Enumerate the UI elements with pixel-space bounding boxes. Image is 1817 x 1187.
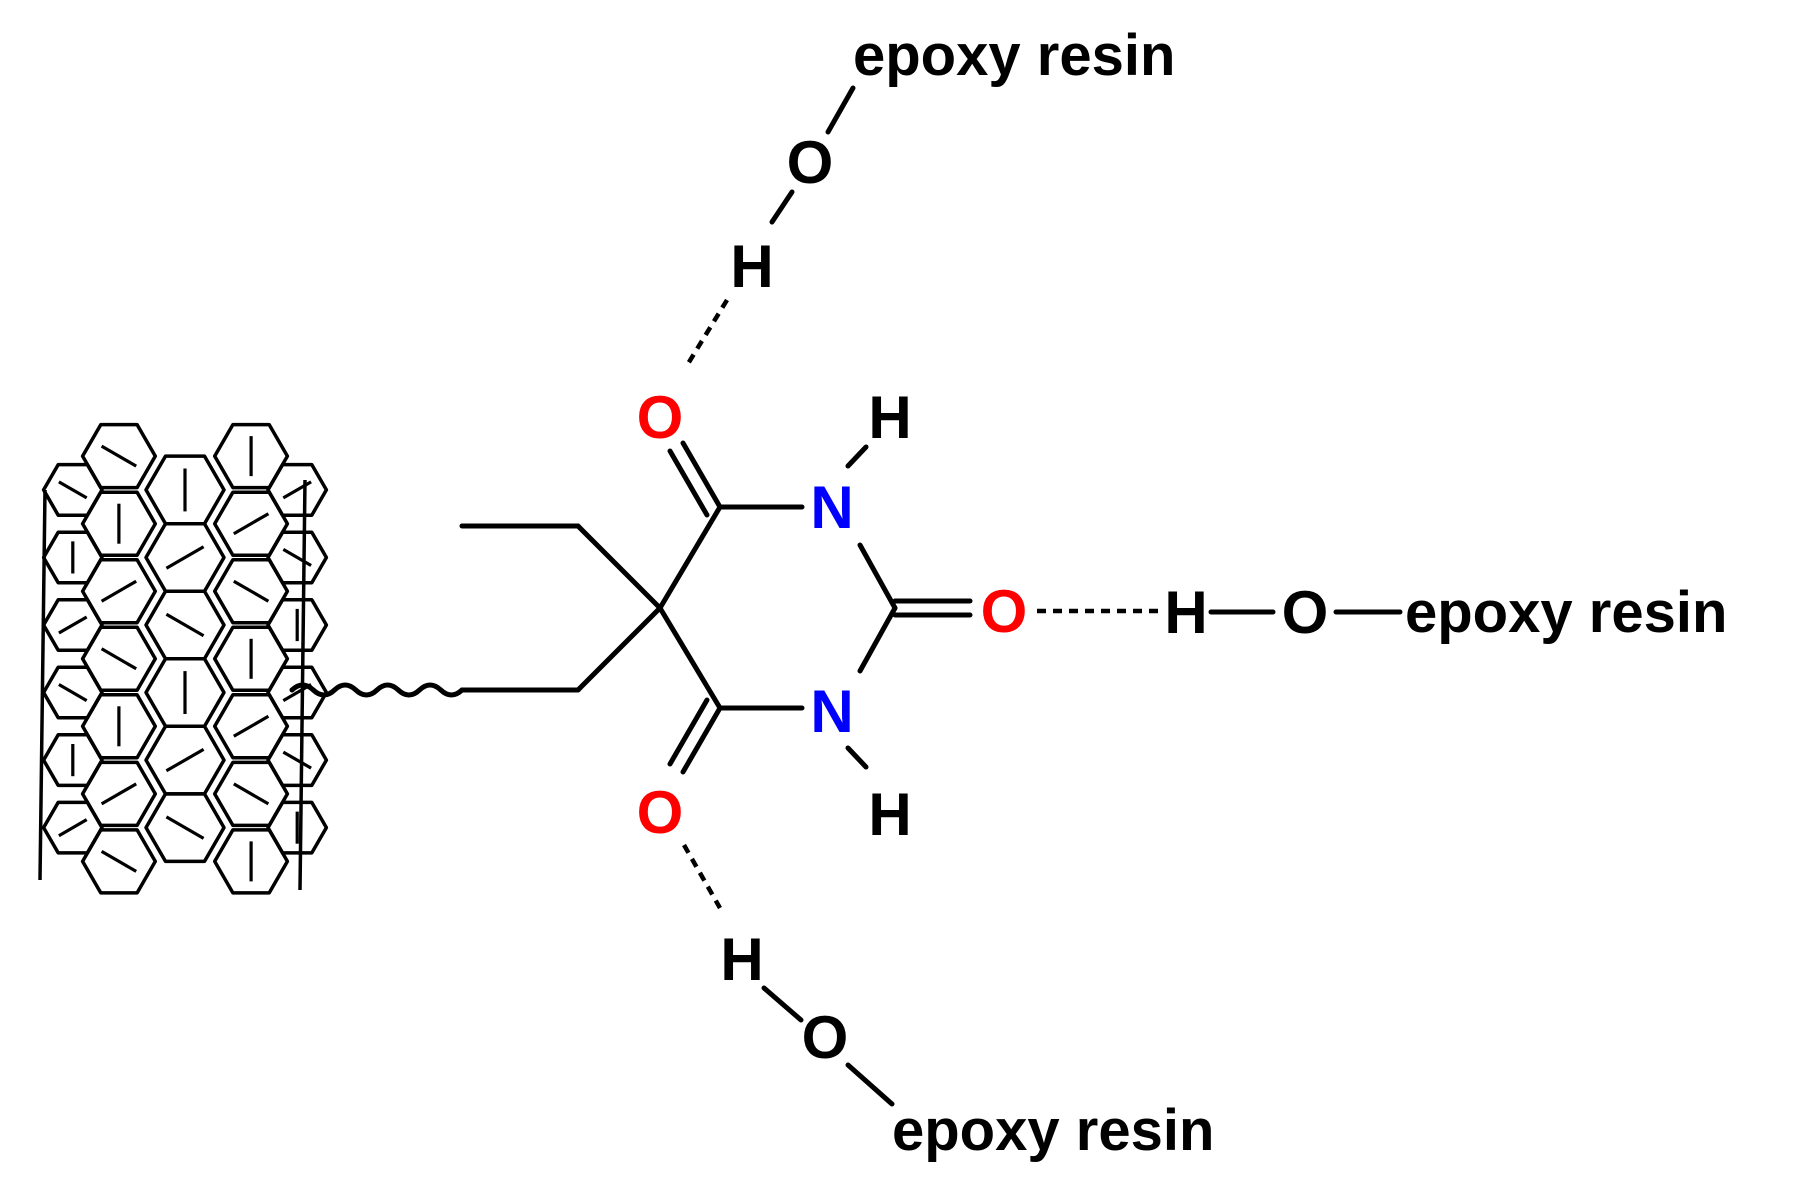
carbonyl-bottom-bond-b <box>667 697 710 767</box>
ring-bond-n1-c2 <box>857 605 898 674</box>
oxygen-carbonyl-right: O <box>981 578 1028 645</box>
hydrogen-hydroxyl-bottom: H <box>720 926 763 993</box>
oxygen-hydroxyl-bottom: O <box>802 1004 849 1071</box>
nanotube-inner-bond <box>58 480 88 500</box>
nanotube-hexagon <box>266 665 329 720</box>
nanotube-inner-bond <box>282 548 312 567</box>
oxygen-carbonyl-bottom: O <box>637 779 684 846</box>
nanotube-hexagon <box>80 760 158 828</box>
nanotube-hexagon <box>266 800 329 855</box>
oxygen-hydroxyl-top: O <box>787 129 834 196</box>
oxygen-hydroxyl-right: O <box>1282 579 1329 646</box>
nanotube-inner-bond <box>165 748 205 773</box>
nitrogen-bottom: N <box>810 678 853 745</box>
nanotube-inner-bond <box>232 512 270 536</box>
resin-top-oh-bond <box>769 189 795 225</box>
nitrogen-top: N <box>810 474 853 541</box>
nanotube-inner-bond <box>100 647 138 671</box>
nanotube-inner-bond <box>165 815 205 840</box>
nanotube-inner-bond <box>100 850 138 873</box>
nanotube-inner-bond <box>58 818 88 838</box>
chain-bond-2 <box>575 605 663 693</box>
nanotube-inner-bond <box>165 545 205 570</box>
hbond-top <box>684 298 729 369</box>
ring-bond-n3-c2 <box>857 542 898 611</box>
nanotube-inner-bond <box>100 782 138 806</box>
carbon-nanotube-icon <box>38 422 329 895</box>
hbond-bottom <box>682 843 722 910</box>
ring-bond-c5-c6 <box>657 605 723 711</box>
hydrogen-n-bottom: H <box>868 781 911 848</box>
nanotube-hexagon <box>80 828 158 895</box>
resin-bonds <box>682 85 1403 1107</box>
ethyl-ch2-bond <box>575 523 663 611</box>
nanotube-inner-bond <box>282 750 312 770</box>
wavy-bond-linker <box>289 682 465 698</box>
nanotube-hexagon <box>80 625 158 693</box>
nanotube-edge <box>38 489 47 881</box>
nanotube-hexagon <box>144 792 226 864</box>
carbonyl-bottom-bond-a <box>680 705 723 775</box>
nanotube-hexagon <box>80 693 158 760</box>
resin-label-top: epoxy resin <box>853 23 1175 88</box>
resin-label-bottom: epoxy resin <box>892 1098 1214 1163</box>
molecule-bonds <box>459 440 973 775</box>
resin-labels: epoxy resin epoxy resin epoxy resin <box>853 23 1727 1163</box>
nanotube-hexagon <box>266 530 329 585</box>
ring-bond-c5-c4 <box>657 504 723 611</box>
atom-labels: O O O N N H H O H H O H O <box>637 129 1329 1071</box>
nanotube-inner-bond <box>232 782 270 806</box>
nanotube-hexagon <box>80 422 158 490</box>
resin-top-o-bond <box>825 85 856 135</box>
nanotube-hexagon <box>80 490 158 557</box>
nanotube-hexagon <box>266 733 329 788</box>
nanotube-inner-bond <box>282 480 312 500</box>
nanotube-inner-bond <box>232 579 270 603</box>
nanotube-inner-bond <box>100 579 138 603</box>
n-h-bond-bottom <box>845 745 869 770</box>
nanotube-inner-bond <box>58 683 88 702</box>
nanotube-hexagon <box>266 462 329 517</box>
hydrogen-n-top: H <box>868 384 911 451</box>
nanotube-inner-bond <box>232 714 270 738</box>
resin-bottom-o-bond <box>845 1062 895 1107</box>
nanotube-hexagon <box>80 557 158 625</box>
resin-label-right: epoxy resin <box>1405 580 1727 645</box>
nanotube-inner-bond <box>165 612 205 638</box>
carbonyl-top-bond-b <box>667 448 710 518</box>
nanotube-hexagon <box>266 597 329 653</box>
nanotube-inner-bond <box>100 444 138 468</box>
resin-bottom-oh-bond <box>761 985 804 1023</box>
hydrogen-hydroxyl-top: H <box>730 233 773 300</box>
hydrogen-hydroxyl-right: H <box>1164 579 1207 646</box>
n-h-bond-top <box>845 444 869 469</box>
nanotube-inner-bond <box>58 615 88 635</box>
carbonyl-top-bond-a <box>680 440 723 510</box>
oxygen-carbonyl-top: O <box>637 384 684 451</box>
